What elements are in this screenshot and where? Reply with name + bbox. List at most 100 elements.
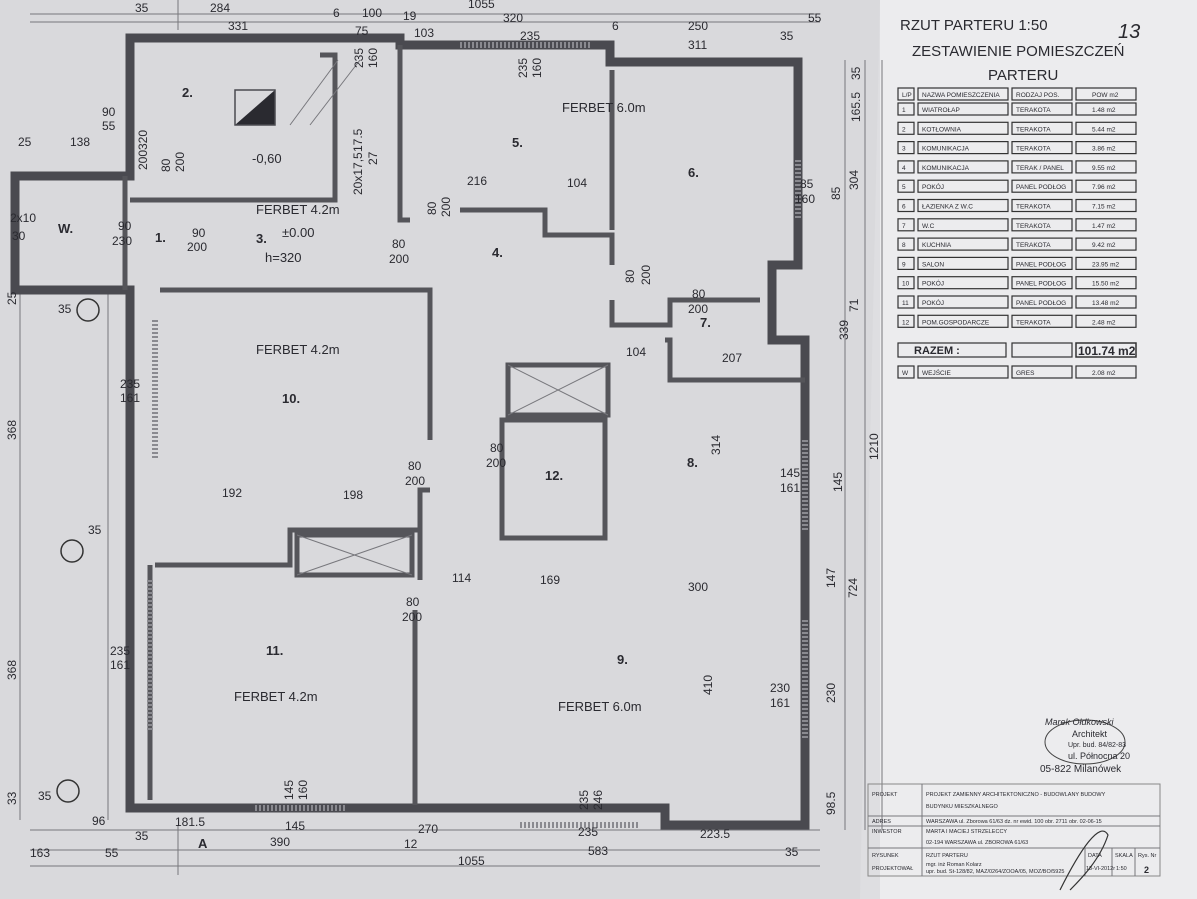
- total-value: 101.74 m2: [1078, 344, 1136, 358]
- table-cell: 5: [902, 184, 906, 191]
- table-cell: 2.48 m2: [1092, 319, 1116, 326]
- dimension-label: 161: [110, 658, 130, 672]
- dimension-label: 235: [520, 29, 540, 43]
- dimension-label: 1:50: [1116, 866, 1127, 872]
- table-cell: 15.50 m2: [1092, 281, 1119, 288]
- dimension-label: 410: [701, 675, 715, 695]
- table-cell: POM.GOSPODARCZE: [922, 319, 990, 326]
- architect-stamp: Marek Ołdkowski Architekt Upr. bud. 84/8…: [1040, 717, 1130, 891]
- dimension-label: 55: [105, 846, 119, 860]
- dimension-label: 198: [343, 488, 363, 502]
- dimension-label: 311: [688, 38, 707, 52]
- table-cell: 9: [902, 261, 906, 268]
- dimension-label: Marek Ołdkowski: [1045, 717, 1115, 727]
- dimension-label: 147: [824, 568, 838, 588]
- table-cell: SALON: [922, 261, 944, 268]
- dimension-label: 235: [110, 644, 130, 658]
- dimension-label: 80: [392, 237, 406, 251]
- table-cell: 23.95 m2: [1092, 261, 1119, 268]
- dimension-label: INWESTOR: [872, 829, 902, 835]
- dimension-label: 80: [623, 269, 637, 283]
- dimension-label: 160: [296, 780, 310, 800]
- table-cell: POKÓJ: [922, 279, 944, 288]
- dimension-label: 103: [414, 26, 434, 40]
- room-5-label: 5.: [512, 135, 523, 150]
- title-block: PROJEKT PROJEKT ZAMIENNY ARCHITEKTONICZN…: [867, 783, 1161, 877]
- dimension-label: 80: [425, 201, 439, 215]
- table-cell: TERAKOTA: [1016, 242, 1051, 249]
- room-10-label: 10.: [282, 391, 300, 406]
- table-cell: 3: [902, 146, 906, 153]
- table-cell: 7.96 m2: [1092, 184, 1116, 191]
- ferbet-label: FERBET 6.0m: [562, 100, 646, 115]
- room-2-label: 2.: [182, 85, 193, 100]
- dimension-label: 55: [808, 11, 822, 25]
- dimension-label: 192: [222, 486, 242, 500]
- table-cell: WIATROŁAP: [922, 107, 960, 114]
- table-cell: PANEL PODŁOG: [1016, 261, 1066, 268]
- table-total-row: RAZEM : 101.74 m2: [897, 342, 1137, 358]
- dimensions-left: 90 55 25 138 368 368 33 25 235 161 235 1…: [5, 105, 150, 805]
- dimension-label: 200: [187, 240, 207, 254]
- table-cell: 13.48 m2: [1092, 300, 1119, 307]
- dimension-label: 235: [578, 825, 598, 839]
- table-cell: POW m2: [1092, 92, 1119, 99]
- dimension-label: 25: [5, 291, 19, 305]
- dimension-label: 85: [829, 186, 843, 200]
- dimension-label: 200: [486, 456, 506, 470]
- dimension-label: 80: [490, 441, 504, 455]
- table-cell: 4: [902, 165, 906, 172]
- table-cell: TERAKOTA: [1016, 319, 1051, 326]
- dimension-label: 05-822 Milanówek: [1040, 764, 1122, 775]
- room-6-label: 6.: [688, 165, 699, 180]
- dimension-label: 724: [846, 578, 860, 598]
- dimension-label: 145: [285, 819, 305, 833]
- dimension-label: SKALA: [1115, 853, 1133, 859]
- dimension-lines: [19, 0, 883, 875]
- table-cell: TERAKOTA: [1016, 223, 1051, 230]
- dimension-label: 161: [120, 391, 140, 405]
- dimension-label: 161: [780, 481, 800, 495]
- dimension-label: 35: [135, 1, 149, 15]
- dimension-label: 145: [831, 472, 845, 492]
- height-label: h=320: [265, 250, 302, 265]
- dimension-label: MARTA I MACIEJ STRZELECCY: [926, 829, 1007, 835]
- dimension-label: 2: [1144, 865, 1149, 875]
- table-cell: POKÓJ: [922, 182, 944, 191]
- dimension-label: 1055: [458, 854, 485, 868]
- dimension-label: PROJEKTOWAŁ: [872, 866, 913, 872]
- dimension-label: Upr. bud. 84/82-83: [1068, 742, 1126, 749]
- table-cell: TERAK / PANEL: [1016, 165, 1064, 172]
- total-label: RAZEM :: [914, 345, 960, 357]
- dimension-label: 6: [612, 19, 619, 33]
- table-cell: 7.15 m2: [1092, 204, 1116, 211]
- ferbet-label: FERBET 6.0m: [558, 699, 642, 714]
- dimension-label: 583: [588, 844, 608, 858]
- room-4-label: 4.: [492, 245, 503, 260]
- dimension-label: 100: [362, 6, 382, 20]
- table-cell: W.C: [922, 223, 935, 230]
- dimension-label: 2x10: [10, 211, 36, 225]
- dimension-label: 80: [159, 158, 173, 172]
- dimension-label: 200: [173, 152, 187, 172]
- table-cell: 7: [902, 223, 906, 230]
- dimension-label: 368: [5, 660, 19, 680]
- table-cell: RODZAJ POS.: [1016, 92, 1060, 99]
- dimension-label: 35: [58, 302, 72, 316]
- dimension-label: 145: [282, 780, 296, 800]
- dimension-label: PROJEKT ZAMIENNY ARCHITEKTONICZNO - BUDO…: [926, 792, 1106, 798]
- room-w-label: W.: [58, 221, 73, 236]
- dimension-label: 104: [567, 176, 587, 190]
- table-cell: TERAKOTA: [1016, 107, 1051, 114]
- dimension-label: 200: [639, 265, 653, 285]
- dimension-label: 71: [847, 298, 861, 312]
